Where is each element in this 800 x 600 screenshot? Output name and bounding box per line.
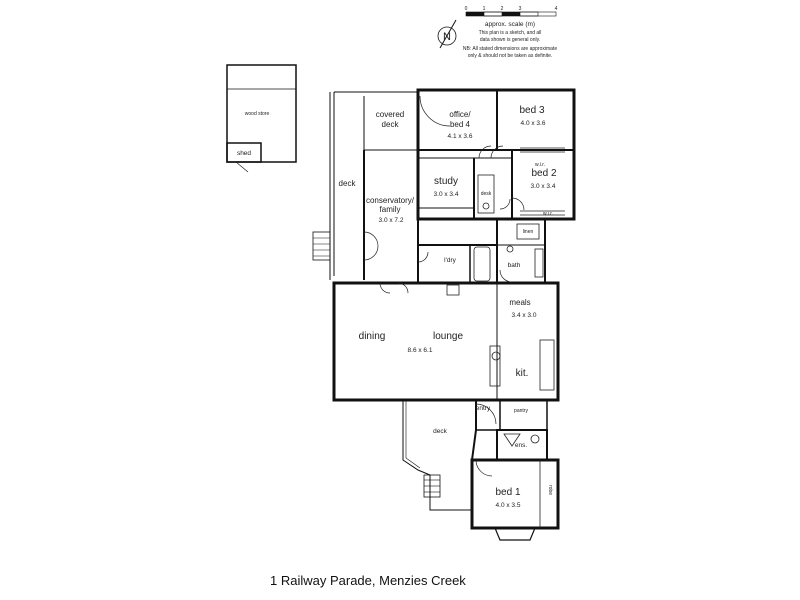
scale-note-3: NB: All stated dimensions are approximat… [463,46,557,52]
scale-label: approx. scale (m) [485,21,535,28]
room-label-ens: ens. [515,442,527,449]
scale-tick-1: 1 [483,6,486,12]
stairs-front [423,474,441,498]
wood-store-shed: wood store shed [226,64,297,173]
room-dim-meals: 3.4 x 3.0 [512,312,537,319]
fixtures [446,147,565,447]
room-label-meals: meals [509,298,530,307]
scale-note-2: data shown is general only. [480,37,540,43]
scale-tick-3: 3 [519,6,522,12]
room-label-bath: bath [508,262,521,269]
room-label-bed3: bed 3 [519,105,544,116]
room-label-entry: entry [476,405,491,412]
room-label-bed2: bed 2 [531,168,556,179]
room-label-ldry: l'dry [444,257,456,264]
room-label-kit: kit. [516,368,529,379]
scale-note-4: only & should not be taken as definite. [468,53,553,59]
scale-tick-4: 4 [555,6,558,12]
scale-tick-2: 2 [501,6,504,12]
room-label-office-bed4: bed 4 [450,120,471,129]
room-label-wood-store: wood store [245,111,270,117]
room-label-dining: dining [359,331,386,342]
room-label-office: office/ [449,110,471,119]
scale-tick-0: 0 [465,6,468,12]
house-walls [329,88,576,541]
room-label-family: family [380,205,401,214]
north-arrow-icon: N [437,19,457,49]
room-label-desk: desk [481,191,492,197]
room-dim-dining-lounge: 8.6 x 6.1 [408,347,433,354]
stairs-side [312,231,331,261]
room-dim-conservatory: 3.0 x 7.2 [379,217,404,224]
room-dim-bed1: 4.0 x 3.5 [496,502,521,509]
room-label-wir2: w.i.r. [543,211,553,217]
room-label-deck-front: deck [433,428,447,435]
door-swings [363,95,525,477]
scale-note-1: This plan is a sketch, and all [479,30,542,36]
north-label: N [443,31,451,43]
room-dim-study: 3.0 x 3.4 [434,191,459,198]
room-label-lounge: lounge [433,331,463,342]
room-label-shed: shed [237,150,251,157]
room-dim-office: 4.1 x 3.6 [448,133,473,140]
room-dim-bed3: 4.0 x 3.6 [521,120,546,127]
address-text: 1 Railway Parade, Menzies Creek [270,573,466,588]
room-label-conservatory: conservatory/ [366,196,415,205]
room-labels: covered deck deck office/ bed 4 4.1 x 3.… [339,105,557,509]
scale-bar: 0 1 2 3 4 approx. scale (m) This plan is… [463,6,558,59]
room-label-study: study [434,176,458,187]
room-label-covered: covered [376,110,404,119]
room-label-robe: robe [547,485,553,495]
room-dim-bed2: 3.0 x 3.4 [531,183,556,190]
room-label-deck-side: deck [339,179,357,188]
room-label-bed1: bed 1 [495,487,520,498]
room-label-wir1: w.i.r. [535,162,545,168]
room-label-pantry: pantry [514,408,528,414]
room-label-linen: linen [523,229,534,235]
room-label-covered-deck: deck [382,120,400,129]
